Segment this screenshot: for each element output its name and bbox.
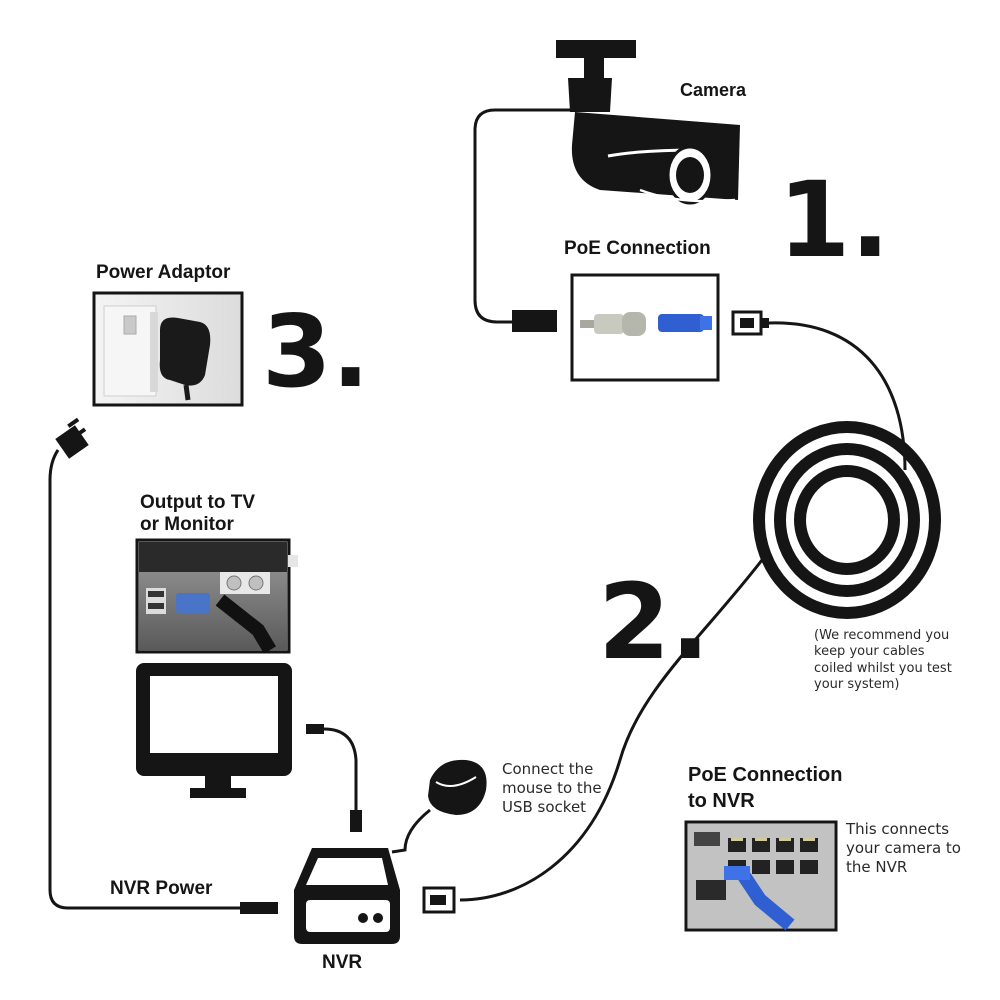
step-3: 3. [262, 293, 370, 410]
nvr-power-cable [48, 478, 240, 910]
mouse-icon [428, 759, 487, 815]
mouse-note: Connect the mouse to the USB socket [502, 760, 602, 816]
cable-coil [753, 421, 941, 619]
output-tv-label-line1: Output to TV [140, 492, 256, 513]
power-adaptor-photo [92, 291, 244, 407]
nvr-label: NVR [322, 952, 363, 973]
power-adaptor-label: Power Adaptor [96, 262, 231, 283]
nvr-hdmi-plug [350, 810, 362, 832]
nvr-icon [294, 848, 400, 944]
poe-nvr-label-line2: to NVR [688, 790, 755, 812]
camera-icon [556, 40, 740, 205]
poe-connection-photo [570, 273, 720, 382]
output-tv-label-line2: or Monitor [140, 514, 234, 535]
poe-connection-label: PoE Connection [564, 238, 711, 259]
nvr-connection-note: This connects your camera to the NVR [846, 820, 961, 876]
nvr-power-label: NVR Power [110, 878, 213, 899]
coil-note: (We recommend you keep your cables coile… [814, 628, 952, 692]
step-1: 1. [778, 159, 890, 281]
poe-nvr-label-line1: PoE Connection [688, 764, 843, 786]
nvr-rj45-plug [422, 886, 456, 914]
poe-cable-to-coil [768, 321, 907, 471]
nvr-poe-port-photo [684, 820, 838, 932]
step-2: 2. [598, 561, 710, 683]
monitor-cable-plug [306, 724, 324, 734]
camera-cable [473, 108, 580, 324]
mains-plug-icon [48, 417, 89, 481]
monitor-icon [136, 663, 292, 798]
monitor-cable [323, 727, 358, 810]
nvr-rear-panel-photo [135, 538, 298, 654]
camera-label: Camera [680, 80, 747, 100]
poe-rj45-plug [731, 310, 769, 336]
mouse-cable [391, 808, 431, 854]
camera-cable-plug [512, 310, 557, 332]
nvr-power-plug [240, 902, 278, 914]
cable-coil-to-nvr [459, 559, 764, 902]
